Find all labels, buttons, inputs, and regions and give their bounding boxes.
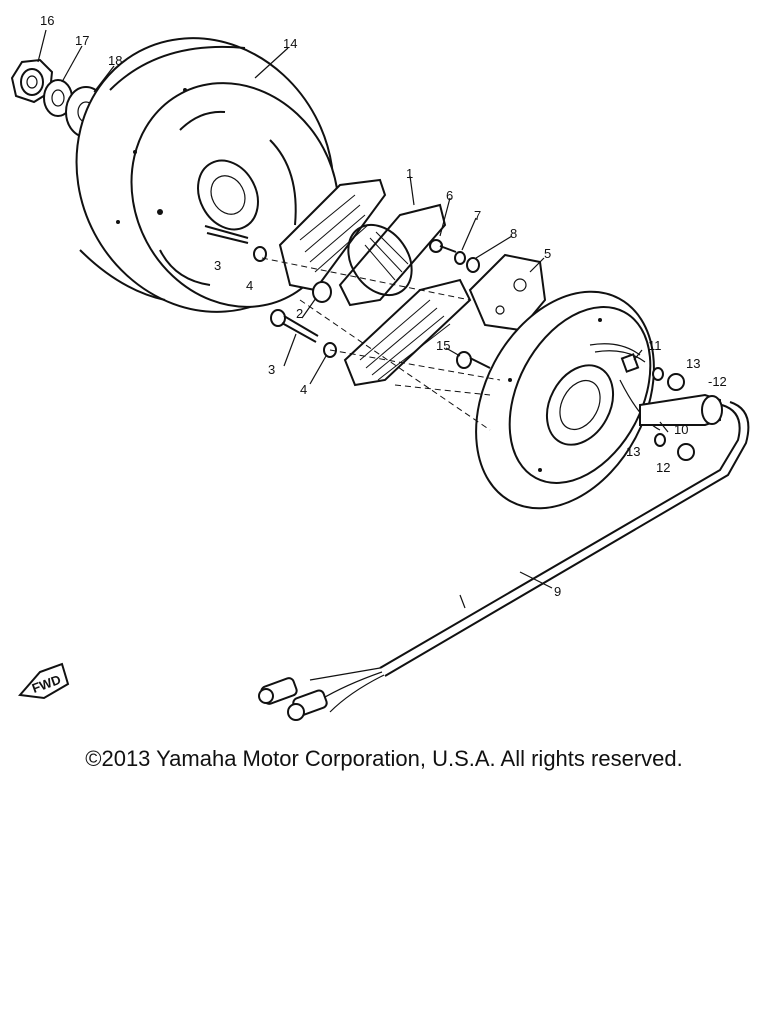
coil-upper-left [278, 178, 387, 292]
screw-6 [429, 239, 457, 253]
callouts: 16 17 18 14 1 6 7 8 5 3 4 2 3 4 15 11 13… [40, 13, 727, 599]
copyright-notice: ©2013 Yamaha Motor Corporation, U.S.A. A… [85, 746, 683, 771]
callout-3-lower: 3 [268, 362, 275, 377]
callout-13-lower: 13 [626, 444, 640, 459]
exploded-parts-diagram: FWD 16 17 18 14 1 6 7 8 5 3 4 2 3 4 15 [10, 13, 750, 721]
washer-7 [454, 251, 466, 265]
callout-13-upper: 13 [686, 356, 700, 371]
callout-12-upper: -12 [708, 374, 727, 389]
callout-8: 8 [510, 226, 517, 241]
collar-2 [312, 281, 332, 303]
screw-15 [456, 351, 491, 369]
washer-13-lower [654, 433, 666, 447]
connector-lower-left [258, 677, 328, 721]
callout-3-upper: 3 [214, 258, 221, 273]
terminal-11 [620, 353, 640, 373]
contact-breaker-5 [468, 253, 547, 332]
grommet-10 [639, 393, 723, 426]
callout-4-upper: 4 [246, 278, 253, 293]
callout-12-lower: 12 [656, 460, 670, 475]
callout-18: 18 [108, 53, 122, 68]
callout-5: 5 [544, 246, 551, 261]
washer-17 [43, 79, 73, 117]
callout-9: 9 [554, 584, 561, 599]
callout-1: 1 [406, 166, 413, 181]
callout-17: 17 [75, 33, 89, 48]
alignment-lines [261, 257, 501, 431]
flywheel-rotor-14 [75, 37, 340, 313]
washer-8 [466, 257, 480, 273]
washer-13-upper [652, 367, 664, 381]
leader-lines [37, 29, 669, 589]
callout-2: 2 [296, 306, 303, 321]
callout-10: 10 [674, 422, 688, 437]
fwd-arrow-icon: FWD [18, 662, 70, 700]
callout-7: 7 [474, 208, 481, 223]
callout-6: 6 [446, 188, 453, 203]
callout-15: 15 [436, 338, 450, 353]
callout-14: 14 [283, 36, 297, 51]
washer-4-upper [253, 246, 267, 262]
cap-12-lower [677, 443, 695, 461]
cap-12-upper [667, 373, 685, 391]
callout-4-lower: 4 [300, 382, 307, 397]
callout-16: 16 [40, 13, 54, 28]
callout-11: 11 [648, 338, 662, 353]
stator-base-plate [475, 290, 655, 510]
coil-1 [338, 203, 447, 307]
screw-3-upper [204, 225, 249, 244]
screw-3-lower [270, 309, 319, 343]
